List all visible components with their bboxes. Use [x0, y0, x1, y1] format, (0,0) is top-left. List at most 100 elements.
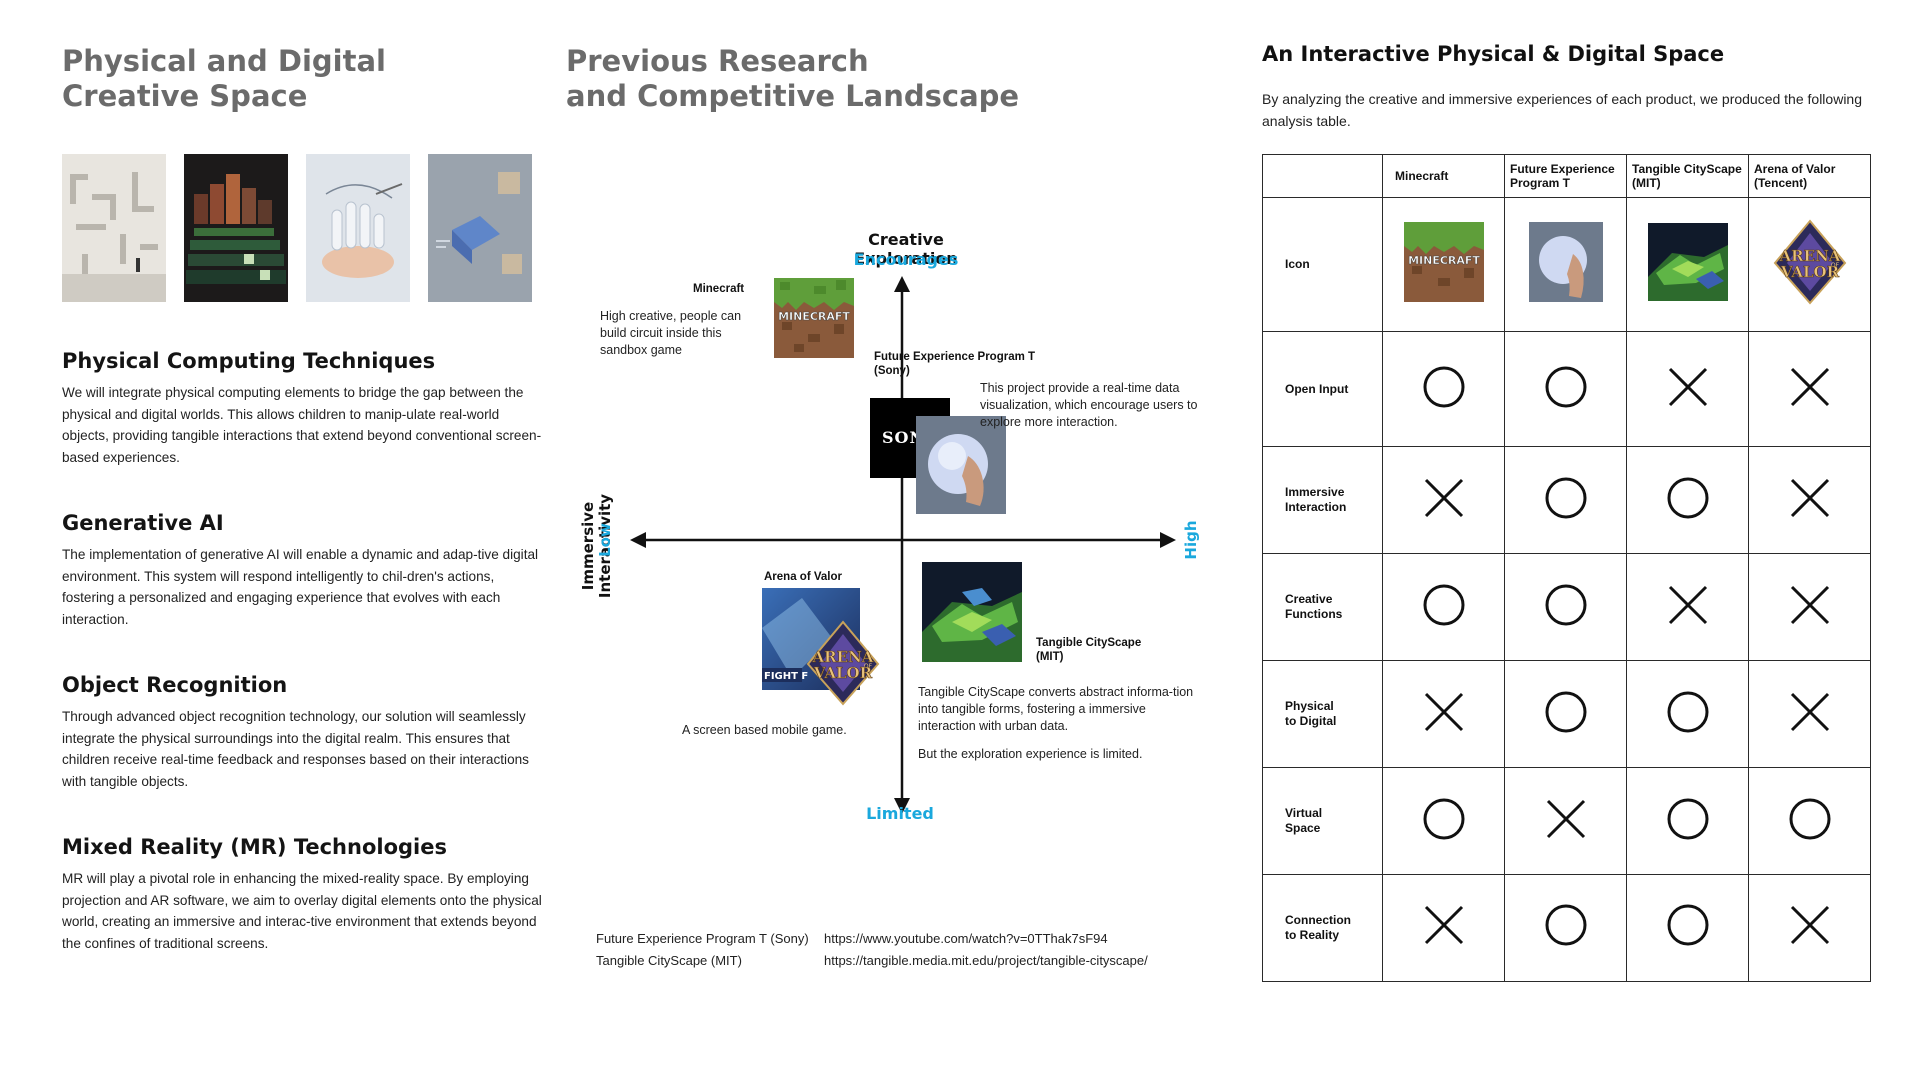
axis-bottom-value: Limited — [866, 804, 934, 823]
minecraft-label: Minecraft — [693, 283, 745, 295]
section-object-recognition: Object Recognition Through advanced obje… — [62, 672, 542, 792]
section-heading: Generative AI — [62, 511, 224, 535]
circle-icon — [1504, 330, 1627, 448]
matrix-axes — [630, 276, 1176, 814]
circle-icon — [1626, 767, 1749, 875]
svg-text:VALOR: VALOR — [1779, 263, 1839, 281]
arena-of-valor-icon: ARENA OF VALOR — [1748, 197, 1871, 332]
references: Future Experience Program T (Sony) https… — [596, 928, 1148, 972]
circle-icon — [1504, 660, 1627, 769]
arena-label: Arena of Valor — [764, 571, 842, 583]
sony-label: Future Experience Program T (Sony) — [874, 351, 1036, 377]
section-body: Through advanced object recognition tech… — [62, 709, 529, 789]
right-title: An Interactive Physical & Digital Space — [1262, 42, 1725, 66]
circle-icon — [1382, 767, 1505, 875]
column-header-tangible: Tangible CityScape(MIT) — [1626, 153, 1749, 199]
cross-icon — [1504, 767, 1627, 875]
minecraft-desc: High creative, people can build circuit … — [600, 309, 742, 357]
circle-icon — [1626, 446, 1749, 555]
cross-icon — [1626, 553, 1749, 662]
column-header-arena: Arena of Valor(Tencent) — [1748, 153, 1871, 199]
cross-icon — [1382, 660, 1505, 769]
sony-project-image — [916, 416, 1006, 514]
section-body: MR will play a pivotal role in enhancing… — [62, 871, 542, 951]
circle-icon — [1504, 446, 1627, 555]
cross-icon — [1748, 660, 1871, 769]
tangible-cityscape-image — [922, 562, 1022, 662]
minecraft-logo: MINECRAFT — [774, 278, 854, 358]
grid-blocks-image — [184, 154, 288, 302]
reference-name: Tangible CityScape (MIT) — [596, 953, 742, 968]
svg-text:ARENA: ARENA — [812, 648, 874, 666]
axis-right-value: High — [1182, 520, 1200, 560]
section-body: The implementation of generative AI will… — [62, 547, 539, 627]
section-heading: Object Recognition — [62, 673, 288, 697]
tangible-cityscape-icon — [1626, 197, 1749, 332]
tangible-label: Tangible CityScape (MIT) — [1036, 637, 1142, 663]
section-heading: Mixed Reality (MR) Technologies — [62, 835, 447, 859]
cross-icon — [1748, 446, 1871, 555]
circle-icon — [1626, 660, 1749, 769]
reference-row: Future Experience Program T (Sony) https… — [596, 928, 1148, 950]
reference-url[interactable]: https://www.youtube.com/watch?v=0TThak7s… — [824, 931, 1108, 946]
positioning-matrix: Creative Exploration Encourages Limited … — [560, 200, 1240, 840]
reference-name: Future Experience Program T (Sony) — [596, 931, 809, 946]
sony-desc: This project provide a real-time data vi… — [980, 381, 1198, 429]
reference-url[interactable]: https://tangible.media.mit.edu/project/t… — [824, 953, 1148, 968]
cross-icon — [1626, 330, 1749, 448]
cross-icon — [1748, 553, 1871, 662]
table-corner-cell — [1262, 153, 1383, 199]
cross-icon — [1748, 330, 1871, 448]
projection-cubes-image — [428, 154, 532, 302]
circle-icon — [1626, 873, 1749, 983]
cross-icon — [1382, 873, 1505, 983]
svg-text:FIGHT F: FIGHT F — [764, 671, 808, 682]
left-column: Physical and Digital Creative Space — [62, 44, 542, 951]
tangible-hand-image — [306, 154, 410, 302]
circle-icon — [1382, 553, 1505, 662]
tangible-desc: Tangible CityScape converts abstract inf… — [918, 685, 1194, 733]
axis-left-value: Low — [596, 523, 614, 557]
svg-text:OF: OF — [1830, 262, 1839, 269]
table-row-icon: Icon MINECRAFT — [1262, 197, 1871, 332]
middle-title: Previous Research and Competitive Landsc… — [566, 44, 1020, 113]
circle-icon — [1504, 553, 1627, 662]
arena-logo: ARENA OF VALOR — [800, 620, 886, 706]
reference-row: Tangible CityScape (MIT) https://tangibl… — [596, 950, 1148, 972]
svg-text:OF: OF — [864, 663, 873, 670]
axis-top-value: Encourages — [853, 250, 959, 269]
sony-program-icon — [1504, 197, 1627, 332]
svg-text:VALOR: VALOR — [813, 664, 873, 682]
circle-icon — [1748, 767, 1871, 875]
maze-room-image — [62, 154, 166, 302]
left-title: Physical and Digital Creative Space — [62, 44, 386, 113]
minecraft-icon: MINECRAFT — [1382, 197, 1505, 332]
row-label-open-input: Open Input — [1262, 330, 1383, 448]
svg-text:MINECRAFT: MINECRAFT — [1408, 254, 1480, 267]
tangible-desc-2: But the exploration experience is limite… — [918, 747, 1143, 761]
arena-desc: A screen based mobile game. — [682, 723, 847, 737]
svg-text:ARENA: ARENA — [1778, 247, 1840, 265]
row-label-icon: Icon — [1262, 197, 1383, 332]
cross-icon — [1382, 446, 1505, 555]
svg-text:MINECRAFT: MINECRAFT — [778, 310, 850, 323]
section-mixed-reality: Mixed Reality (MR) Technologies MR will … — [62, 834, 542, 954]
circle-icon — [1504, 873, 1627, 983]
table-row-open-input: Open Input — [1262, 330, 1871, 448]
section-physical-computing: Physical Computing Techniques We will in… — [62, 348, 542, 468]
circle-icon — [1382, 330, 1505, 448]
section-heading: Physical Computing Techniques — [62, 349, 436, 373]
